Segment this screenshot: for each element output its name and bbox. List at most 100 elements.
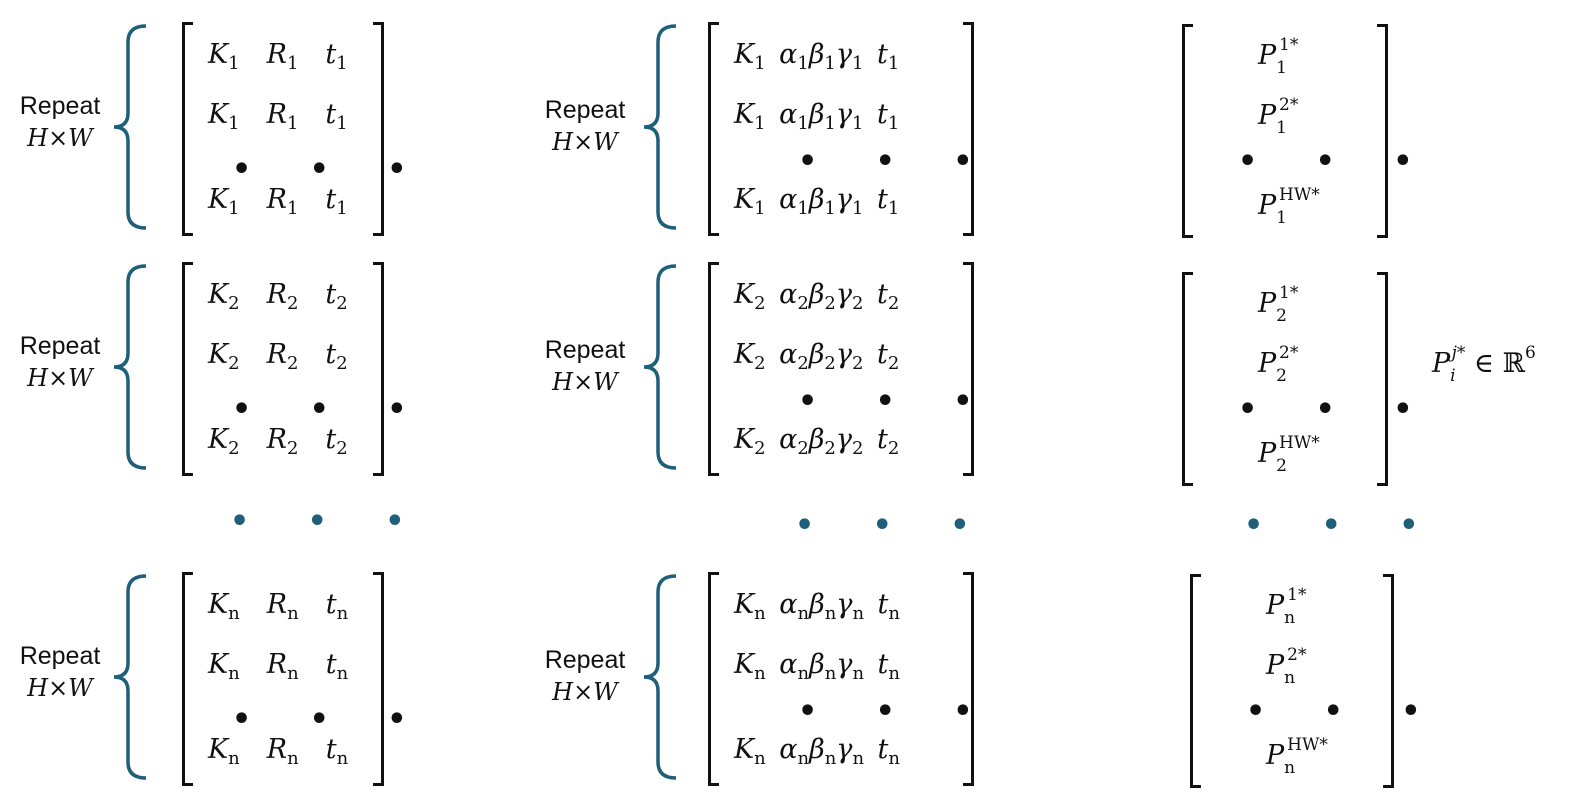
t-entry: tn bbox=[325, 649, 348, 683]
matrix-row: Kn Rn tn bbox=[208, 589, 348, 623]
right-bracket bbox=[963, 572, 974, 786]
k-entry-subscript: 1 bbox=[754, 198, 766, 219]
r-entry-subscript: 1 bbox=[286, 53, 299, 74]
t-entry-subscript: 1 bbox=[336, 53, 348, 74]
alpha-entry-subscript: 1 bbox=[797, 113, 809, 134]
t-entry-symbol: t bbox=[876, 99, 888, 130]
k-entry-symbol: K bbox=[208, 589, 229, 620]
beta-entry-subscript: 1 bbox=[824, 198, 836, 219]
beta-entry-subscript: 2 bbox=[824, 353, 836, 374]
r-entry: R1 bbox=[267, 99, 299, 133]
t-entry: t1 bbox=[877, 39, 899, 73]
k-entry-subscript: n bbox=[754, 748, 766, 769]
beta-entry-symbol: β bbox=[808, 184, 825, 215]
k-entry-subscript: n bbox=[228, 603, 240, 624]
t-entry-subscript: 2 bbox=[336, 438, 348, 459]
gap bbox=[766, 734, 780, 765]
k-entry: Kn bbox=[734, 649, 766, 683]
t-entry-symbol: t bbox=[325, 649, 337, 680]
repeat-text: Repeat bbox=[19, 642, 101, 670]
r-entry: R2 bbox=[267, 279, 299, 313]
ellipsis-row: • • • bbox=[1238, 392, 1437, 427]
t-entry: tn bbox=[326, 589, 348, 623]
beta-entry-symbol: β bbox=[808, 424, 825, 455]
p-entry: Pn1* bbox=[1266, 585, 1306, 628]
gamma-entry: γ1 bbox=[836, 99, 864, 133]
curly-brace-icon bbox=[113, 574, 147, 780]
p-symbol: P bbox=[1266, 590, 1285, 621]
gap bbox=[863, 279, 877, 310]
gap bbox=[766, 589, 780, 620]
p-superscript: 2* bbox=[1279, 343, 1299, 363]
left-bracket bbox=[1182, 24, 1193, 238]
beta-entry-symbol: β bbox=[808, 99, 825, 130]
r-entry-subscript: 2 bbox=[286, 438, 299, 459]
vertical-ellipsis-col2: • • • bbox=[795, 508, 994, 543]
gap bbox=[863, 99, 877, 130]
k-entry-subscript: 1 bbox=[228, 113, 240, 134]
curly-brace-icon bbox=[643, 24, 677, 230]
alpha-entry-symbol: α bbox=[779, 339, 798, 370]
right-bracket bbox=[1377, 24, 1388, 238]
gap bbox=[240, 279, 267, 310]
ellipsis-row: • • • bbox=[1246, 694, 1445, 729]
alpha-entry: α2 bbox=[779, 424, 809, 458]
t-entry-subscript: 2 bbox=[336, 293, 348, 314]
k-entry: K2 bbox=[208, 339, 240, 373]
r-entry-subscript: n bbox=[287, 663, 299, 684]
ellipsis-row: • • • bbox=[1238, 144, 1437, 179]
k-entry-symbol: K bbox=[208, 424, 229, 455]
gamma-entry-symbol: γ bbox=[836, 589, 853, 620]
k-entry: K1 bbox=[208, 99, 240, 133]
alpha-entry: α2 bbox=[779, 279, 809, 313]
gap bbox=[240, 734, 267, 765]
gamma-entry-symbol: γ bbox=[836, 734, 853, 765]
k-entry-symbol: K bbox=[208, 734, 229, 765]
gap bbox=[299, 734, 326, 765]
left-bracket bbox=[1190, 574, 1201, 788]
beta-entry-symbol: β bbox=[808, 39, 825, 70]
t-entry: t1 bbox=[876, 99, 899, 133]
membership-dimension: 6 bbox=[1524, 343, 1536, 363]
ellipsis-row: • • • bbox=[232, 392, 431, 427]
gap bbox=[863, 424, 877, 455]
repeat-text: Repeat bbox=[544, 336, 626, 364]
k-entry: Kn bbox=[208, 734, 240, 768]
p-superscript: 2* bbox=[1279, 95, 1299, 115]
t-entry-symbol: t bbox=[876, 279, 888, 310]
r-entry: R2 bbox=[267, 339, 299, 373]
alpha-entry-subscript: n bbox=[797, 663, 810, 684]
gamma-entry-subscript: n bbox=[852, 748, 865, 769]
matrix-row: K2 R2 t2 bbox=[208, 279, 348, 313]
matrix-row: K1 R1 t1 bbox=[208, 40, 348, 73]
t-entry: t2 bbox=[877, 424, 899, 458]
k-entry-subscript: 2 bbox=[228, 438, 240, 459]
k-entry: K2 bbox=[208, 424, 240, 458]
gap bbox=[766, 339, 780, 370]
hw-text: H×W bbox=[552, 368, 618, 396]
p-subscript: 2 bbox=[1276, 306, 1287, 326]
left-bracket bbox=[182, 572, 193, 786]
ellipsis-row: • • • bbox=[798, 694, 997, 729]
left-bracket bbox=[1182, 272, 1193, 486]
gamma-entry-subscript: n bbox=[852, 663, 865, 684]
alpha-entry-symbol: α bbox=[779, 39, 798, 70]
gamma-entry-subscript: 2 bbox=[852, 293, 864, 314]
repeat-text: Repeat bbox=[19, 332, 101, 360]
membership-statement: Pij* ∈ ℝ6 bbox=[1432, 343, 1536, 386]
k-entry-subscript: 1 bbox=[228, 198, 240, 219]
p-entry: P1HW* bbox=[1258, 185, 1320, 228]
t-entry-subscript: 2 bbox=[887, 438, 900, 459]
t-entry-subscript: n bbox=[336, 748, 349, 769]
p-symbol: P bbox=[1266, 740, 1285, 771]
k-entry: K2 bbox=[734, 279, 766, 313]
p-subscript: n bbox=[1284, 608, 1296, 628]
beta-entry: β2 bbox=[809, 279, 836, 313]
alpha-entry-symbol: α bbox=[779, 649, 798, 680]
k-entry-subscript: 2 bbox=[228, 293, 240, 314]
ellipsis-row: • • • bbox=[232, 152, 431, 187]
gamma-entry-symbol: γ bbox=[835, 339, 853, 370]
r-entry: R1 bbox=[267, 184, 299, 218]
gap bbox=[240, 99, 267, 130]
